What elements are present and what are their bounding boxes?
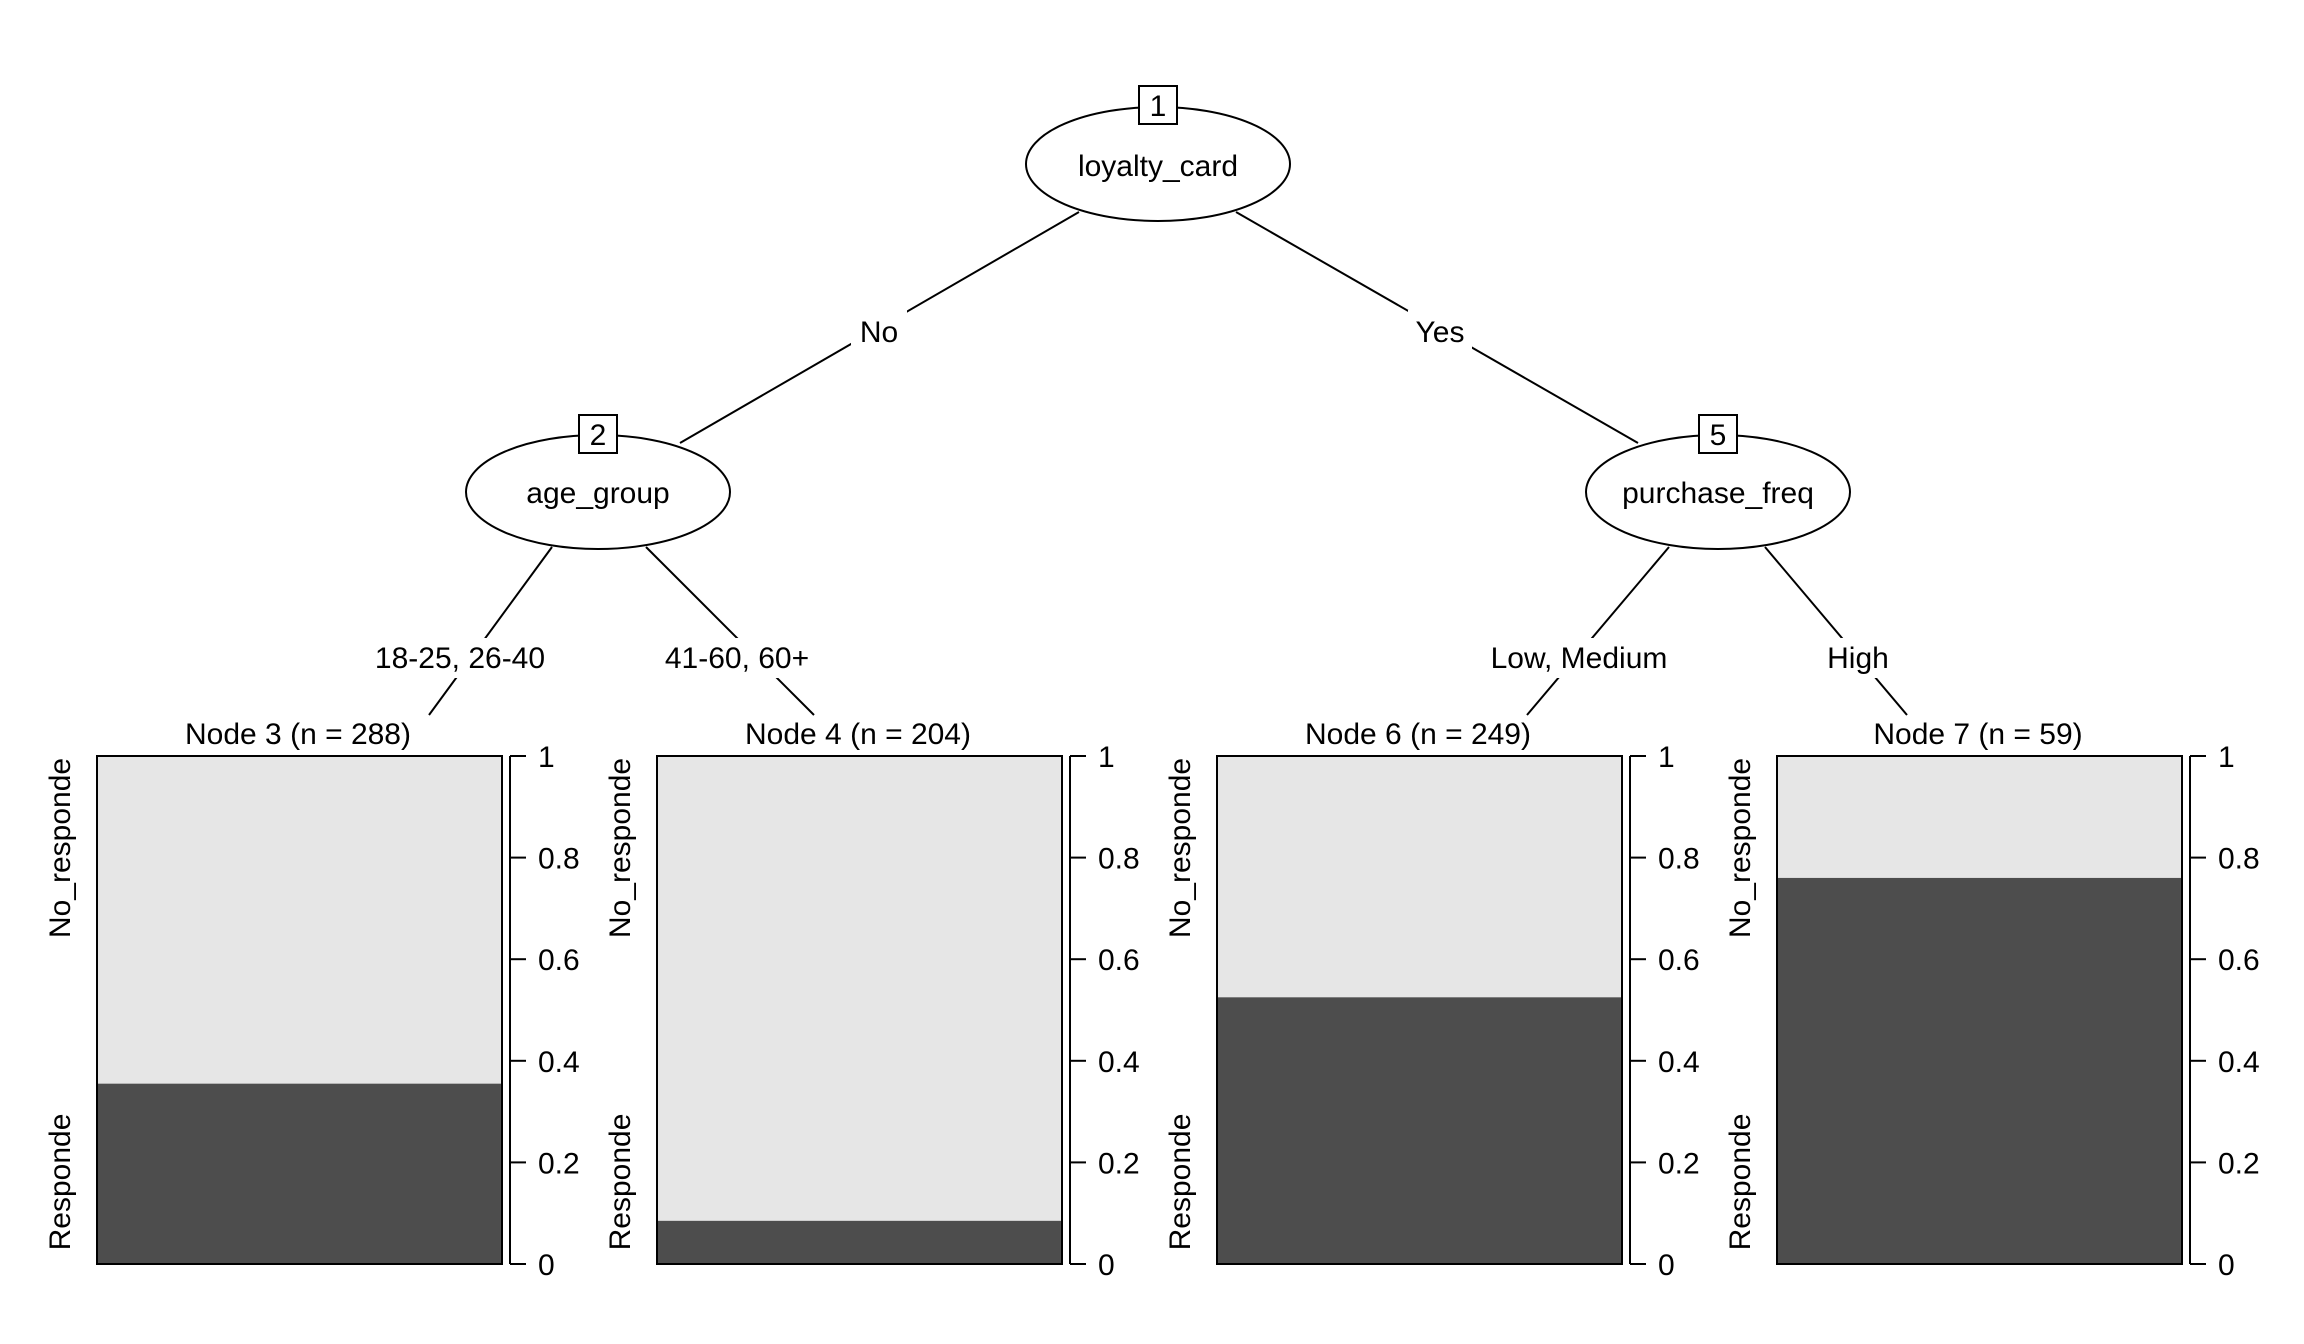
node-id: 2: [590, 419, 607, 452]
axis-tick-label: 0.6: [2218, 944, 2260, 977]
edge-label-no: No: [860, 316, 898, 349]
axis-tick-label: 0: [538, 1249, 555, 1282]
bar-responde: [1777, 877, 2182, 1264]
inner-node-1: loyalty_card 1: [1025, 85, 1291, 222]
class-label-responde: Responde: [44, 1114, 77, 1251]
terminal-node-3: Node 3 (n = 288) No_responde Responde 00…: [44, 718, 580, 1282]
axis-tick-label: 0.8: [1658, 843, 1700, 876]
axis-tick-label: 0: [1658, 1249, 1675, 1282]
axis-tick-label: 1: [538, 741, 555, 774]
edge-labels: No Yes 18-25, 26-40 41-60, 60+ Low, Medi…: [362, 310, 1896, 678]
axis-tick-label: 0.6: [538, 944, 580, 977]
node-id-box: [578, 414, 618, 454]
terminal-title: Node 7 (n = 59): [1873, 718, 2082, 751]
bar-no-responde: [1217, 756, 1622, 998]
panel-frame: [656, 755, 1063, 1265]
class-label-responde: Responde: [1724, 1114, 1757, 1251]
edge-label-freq-low-medium: Low, Medium: [1491, 642, 1668, 675]
axis-tick-label: 0.4: [2218, 1046, 2260, 1079]
axis-tick-label: 0.2: [1098, 1147, 1140, 1180]
panel-axis: 0 0.2 0.4 0.6 0.8 1: [509, 741, 580, 1282]
class-label-responde: Responde: [604, 1114, 637, 1251]
bar-no-responde: [97, 756, 502, 1084]
class-label-responde: Responde: [1164, 1114, 1197, 1251]
inner-node-5: purchase_freq 5: [1585, 414, 1851, 550]
terminal-title: Node 3 (n = 288): [185, 718, 411, 751]
node-id: 1: [1150, 90, 1167, 123]
class-label-no-responde: No_responde: [1164, 758, 1197, 938]
edge-label-age-old: 41-60, 60+: [665, 642, 809, 675]
node-variable: loyalty_card: [1078, 150, 1238, 183]
axis-tick-label: 0.4: [1658, 1046, 1700, 1079]
bar-no-responde: [1777, 756, 2182, 878]
axis-tick-label: 1: [1098, 741, 1115, 774]
axis-tick-label: 0.8: [2218, 843, 2260, 876]
edge-label-yes: Yes: [1416, 316, 1465, 349]
node-id: 5: [1710, 419, 1727, 452]
terminal-node-6: Node 6 (n = 249) No_responde Responde 00…: [1164, 718, 1700, 1282]
axis-tick-label: 0.8: [1098, 843, 1140, 876]
edge-5-to-7: [1764, 546, 1908, 716]
class-label-no-responde: No_responde: [44, 758, 77, 938]
bar-responde: [97, 1083, 502, 1264]
axis-tick-label: 1: [1658, 741, 1675, 774]
panel-frame: [1776, 755, 2183, 1265]
panel-axis: 0 0.2 0.4 0.6 0.8 1: [1069, 741, 1140, 1282]
node-id-box: [1698, 414, 1738, 454]
axis-tick-label: 0.8: [538, 843, 580, 876]
node-variable: age_group: [526, 477, 669, 510]
node-variable: purchase_freq: [1622, 477, 1814, 510]
axis-tick-label: 0.2: [1658, 1147, 1700, 1180]
edge-2-to-4: [645, 546, 815, 716]
inner-node-2: age_group 2: [465, 414, 731, 550]
node-id-box: [1138, 85, 1178, 125]
axis-tick-label: 1: [2218, 741, 2235, 774]
class-label-no-responde: No_responde: [1724, 758, 1757, 938]
axis-tick-label: 0.4: [1098, 1046, 1140, 1079]
axis-tick-label: 0.6: [1658, 944, 1700, 977]
panel-axis: 0 0.2 0.4 0.6 0.8 1: [1629, 741, 1700, 1282]
terminal-title: Node 4 (n = 204): [745, 718, 971, 751]
axis-tick-label: 0.4: [538, 1046, 580, 1079]
bar-responde: [657, 1220, 1062, 1264]
axis-tick-label: 0.2: [538, 1147, 580, 1180]
edge-label-age-young: 18-25, 26-40: [375, 642, 545, 675]
axis-tick-label: 0: [1098, 1249, 1115, 1282]
class-label-no-responde: No_responde: [604, 758, 637, 938]
terminal-title: Node 6 (n = 249): [1305, 718, 1531, 751]
panel-frame: [1216, 755, 1623, 1265]
panel-axis: 0 0.2 0.4 0.6 0.8 1: [2189, 741, 2260, 1282]
axis-tick-label: 0.6: [1098, 944, 1140, 977]
terminal-node-7: Node 7 (n = 59) No_responde Responde 0 0.…: [1724, 718, 2260, 1282]
axis-tick-label: 0.2: [2218, 1147, 2260, 1180]
edge-label-freq-high: High: [1827, 642, 1889, 675]
edge-5-to-6: [1526, 546, 1670, 716]
edge-2-to-3: [428, 546, 553, 716]
bar-responde: [1217, 997, 1622, 1264]
panel-frame: [96, 755, 503, 1265]
bar-no-responde: [657, 756, 1062, 1221]
terminal-node-4: Node 4 (n = 204) No_responde Responde 00…: [604, 718, 1140, 1282]
axis-tick-label: 0: [2218, 1249, 2235, 1282]
